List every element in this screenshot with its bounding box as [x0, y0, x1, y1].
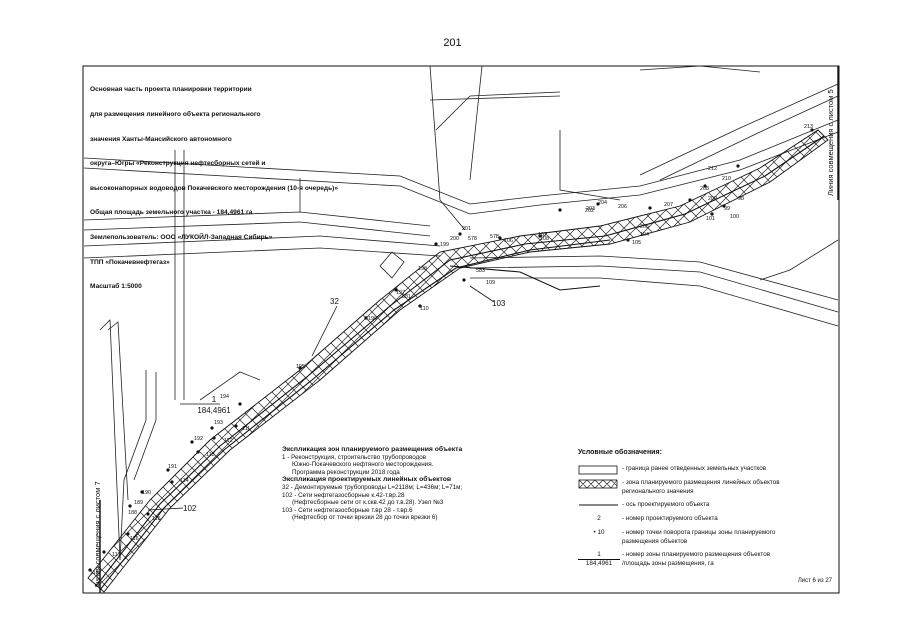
legend-row-zone-number: 1 184,4961 - номер зоны планируемого раз…: [578, 551, 770, 571]
pt-112: 112: [224, 438, 233, 444]
zone-area: 184,4961: [197, 406, 231, 415]
pt-105: 105: [632, 240, 641, 246]
pt-117: 117: [112, 552, 121, 558]
explication-zone-item: 1 - Реконструкция, строительство трубопр…: [282, 453, 427, 461]
explication-zone-item: Программа реконструкции 2018 года: [292, 468, 400, 476]
pt-196: 196: [368, 316, 377, 322]
existing-boundaries: [83, 65, 839, 561]
explication-object-item: (Нефтесборные сети от к.скв.42 до т.в.28…: [292, 499, 444, 507]
pt-198: 198: [418, 266, 427, 272]
pt-210: 210: [722, 176, 731, 182]
pt-190: 190: [142, 490, 151, 496]
pt-118: 118: [90, 570, 99, 576]
legend-boundary-symbol: [578, 465, 618, 474]
pt-57b: 57Б: [490, 234, 500, 240]
legend-row-zone: - зона планируемого размещения линейных …: [578, 479, 780, 501]
explication-zone-item: Южно-Покачевского нефтяного месторождени…: [292, 461, 434, 469]
match-line-left-label: Линия совмещения с листом 7: [93, 481, 102, 588]
object-axes: [95, 135, 825, 591]
pt-115: 115: [152, 516, 161, 522]
match-line-right-label: Линия совмещения с листом 5: [826, 89, 835, 196]
zone-number: 1: [212, 395, 217, 404]
legend: Условные обозначения: - граница ранее от…: [578, 449, 780, 571]
pt-193: 193: [214, 420, 223, 426]
object-103-label: 103: [492, 299, 506, 308]
pt-113: 113: [206, 452, 215, 458]
legend-zone-symbol: [578, 479, 618, 488]
pt-201: 201: [462, 226, 471, 232]
pt-106: 106: [504, 238, 513, 244]
pt-100: 100: [730, 214, 739, 220]
explication-objects-title: Экспликация проектируемых линейных объек…: [282, 476, 452, 484]
pt-581: 581: [402, 294, 411, 300]
pt-583: 583: [476, 268, 485, 274]
pt-107: 107: [538, 232, 547, 238]
pt-114: 114: [180, 478, 189, 484]
pt-207: 207: [664, 202, 673, 208]
explication-object-item: 103 - Сети нефтегазосборные т.вр 28 - т.…: [282, 506, 413, 514]
pt-192: 192: [194, 436, 203, 442]
sheet-label: Лист 6 из 27: [797, 578, 832, 584]
title-line: Масштаб 1:5000: [90, 283, 142, 291]
pt-109: 109: [486, 280, 495, 286]
pt-212: 212: [708, 166, 717, 172]
pt-209: 209: [708, 196, 717, 202]
title-line: высоконапорных водоводов Покачевского ме…: [90, 184, 338, 192]
pt-200: 200: [450, 236, 459, 242]
title-block: Основная часть проекта планировки террит…: [90, 70, 338, 300]
pt-213: 213: [804, 124, 813, 130]
pt-110: 110: [420, 306, 429, 312]
pt-206: 206: [618, 204, 627, 210]
explication-block: Экспликация зон планируемого размещения …: [282, 446, 462, 522]
pt-194: 194: [220, 394, 229, 400]
pt-199: 199: [440, 242, 449, 248]
pt-191: 191: [168, 464, 177, 470]
explication-object-item: (Нефтесбор от точки врезки 28 до точки в…: [292, 514, 438, 522]
legend-axis-symbol: [579, 504, 618, 505]
object-102-label: 102: [183, 504, 197, 513]
legend-row-axis: - ось проектируемого объекта: [578, 501, 709, 515]
page-number: 201: [443, 37, 462, 49]
explication-object-item: 32 - Демонтируемые трубопроводы L=2118м;…: [282, 483, 463, 491]
pt-202: 202: [585, 208, 594, 214]
pt-116: 116: [130, 536, 139, 542]
pt-204: 204: [598, 200, 607, 206]
point-labels: 213 212 210 208 209 207 206 205 204 203 …: [90, 124, 813, 576]
title-line: для размещения линейного объекта региона…: [90, 111, 261, 119]
title-line: Основная часть проекта планировки террит…: [90, 86, 252, 94]
legend-title: Условные обозначения:: [578, 449, 662, 456]
legend-row-point: • 10 - номер точки поворота границы зоны…: [593, 528, 776, 545]
explication-zones-title: Экспликация зон планируемого размещения …: [282, 446, 463, 453]
pt-98: 98: [738, 196, 744, 202]
title-line: ТПП «Покачевнефтегаз»: [90, 258, 170, 266]
explication-object-item: 102 - Сети нефтегазосборные к.42-т.вр.28: [282, 491, 405, 499]
pt-208: 208: [700, 186, 709, 192]
pt-205: 205: [640, 224, 649, 230]
pt-189: 189: [134, 500, 143, 506]
pt-203: 203: [586, 206, 595, 212]
title-line: значения Ханты-Мансийского автономного: [90, 135, 232, 143]
planned-zone-corridor: [87, 129, 829, 593]
pt-195: 195: [296, 364, 305, 370]
pt-101: 101: [706, 216, 715, 222]
title-line: Общая площадь земельного участка - 184,4…: [90, 209, 253, 217]
legend-row-object-number: 2 - номер проектируемого объекта: [597, 514, 718, 522]
pt-108: 108: [540, 236, 549, 242]
title-line: Землепользователь: ООО «ЛУКОЙЛ-Западная …: [90, 234, 273, 242]
pt-197: 197: [396, 290, 405, 296]
object-32-label: 32: [330, 297, 339, 306]
turn-points: [88, 128, 814, 572]
legend-row-boundary: - граница ранее отведенных земельных уча…: [578, 465, 766, 479]
pt-111: 111: [242, 426, 250, 432]
pt-188: 188: [128, 510, 137, 516]
pt-99: 99: [724, 206, 730, 212]
title-line: округа–Югры «Реконструкция нефтесборных …: [90, 160, 266, 168]
pt-578: 578: [468, 236, 477, 242]
pt-104: 104: [640, 232, 649, 238]
